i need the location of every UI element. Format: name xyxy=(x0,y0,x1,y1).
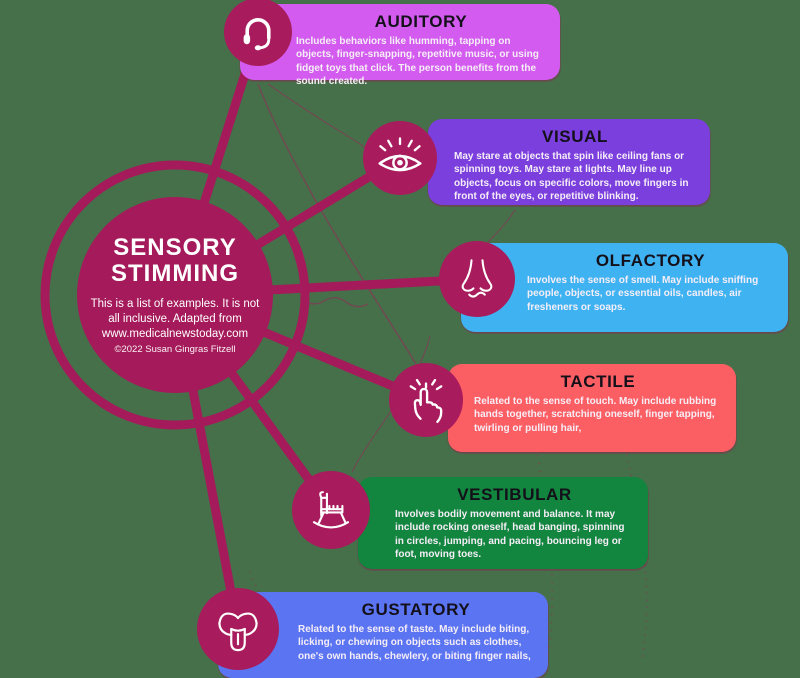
gustatory-icon-node xyxy=(197,588,279,670)
tap-hand-icon xyxy=(409,378,443,424)
olfactory-icon-node xyxy=(439,241,515,317)
tactile-icon-node xyxy=(389,363,463,437)
auditory-description: Includes behaviors like humming, tapping… xyxy=(296,36,539,88)
vestibular-description: Involves bodily movement and balance. It… xyxy=(395,509,625,561)
gustatory-description: Related to the sense of taste. May inclu… xyxy=(298,624,531,662)
eye-icon xyxy=(378,137,422,172)
card-tactile: TACTILE Related to the sense of touch. M… xyxy=(448,364,736,452)
tongue-icon xyxy=(218,612,258,652)
nose-icon xyxy=(461,259,493,298)
disclaimer-text: This is a list of examples. It is not al… xyxy=(90,297,260,340)
headset-icon xyxy=(243,18,271,51)
card-visual: VISUAL May stare at objects that spin li… xyxy=(428,119,710,205)
auditory-title: AUDITORY xyxy=(374,12,468,31)
auditory-icon-node xyxy=(224,0,292,66)
visual-icon-node xyxy=(363,121,437,195)
vestibular-icon-node xyxy=(292,471,370,549)
card-auditory: AUDITORY Includes behaviors like humming… xyxy=(240,4,560,87)
olfactory-description: Involves the sense of smell. May include… xyxy=(527,275,759,313)
center-circle: SENSORY STIMMING This is a list of examp… xyxy=(77,197,273,393)
card-olfactory: OLFACTORY Involves the sense of smell. M… xyxy=(461,243,788,332)
vestibular-title: VESTIBULAR xyxy=(457,485,572,504)
visual-title: VISUAL xyxy=(542,127,608,146)
tactile-title: TACTILE xyxy=(560,372,636,391)
visual-description: May stare at objects that spin like ceil… xyxy=(454,151,689,203)
olfactory-title: OLFACTORY xyxy=(595,251,706,270)
card-vestibular: VESTIBULAR Involves bodily movement and … xyxy=(358,477,648,569)
copyright-text: ©2022 Susan Gingras Fitzell xyxy=(114,344,236,356)
gustatory-title: GUSTATORY xyxy=(361,600,471,619)
infographic-title: SENSORY STIMMING xyxy=(111,233,239,288)
rocking-chair-icon xyxy=(312,491,350,529)
tactile-description: Related to the sense of touch. May inclu… xyxy=(474,396,717,434)
center-ring xyxy=(40,160,310,430)
